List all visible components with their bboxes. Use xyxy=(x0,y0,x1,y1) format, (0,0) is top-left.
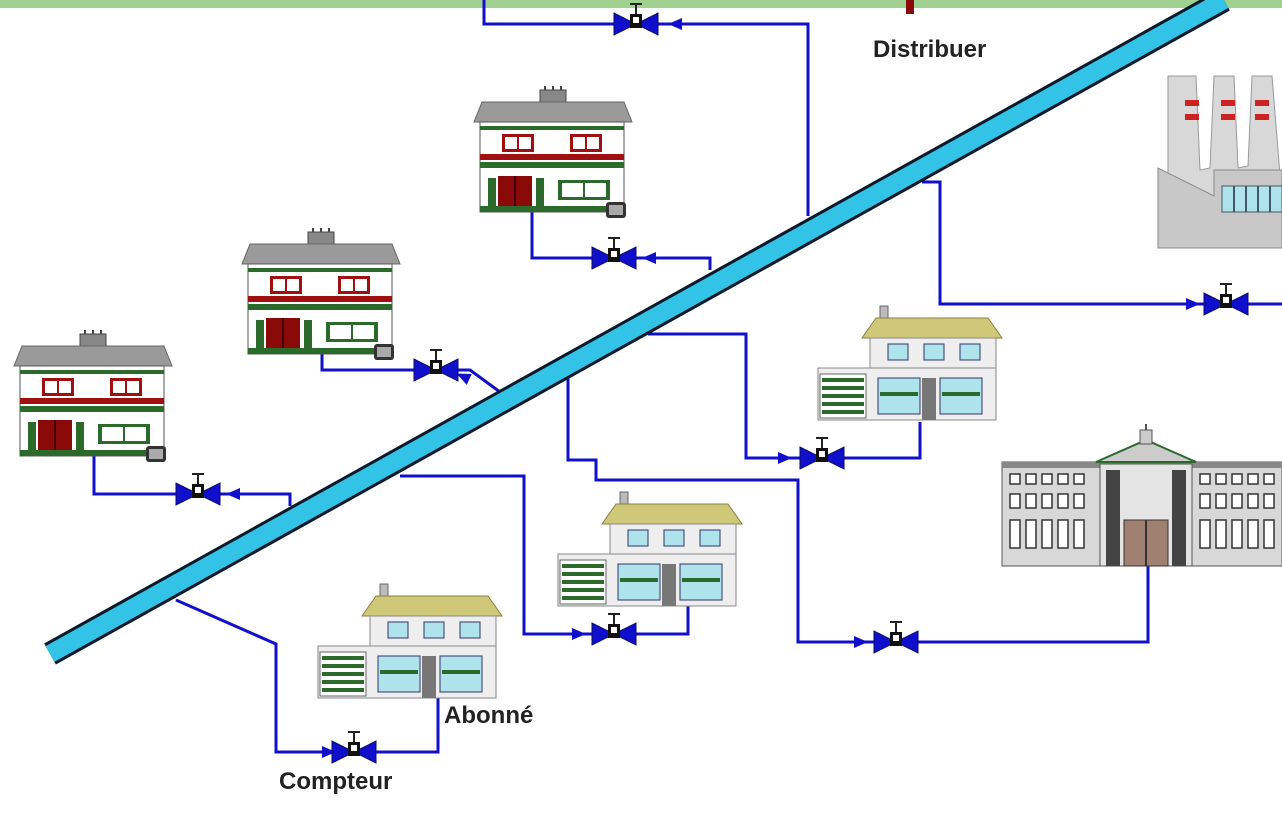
valve-meter-icon xyxy=(413,349,459,382)
subscriber-label: Abonné xyxy=(444,702,534,729)
flow-arrow-icon xyxy=(226,488,240,500)
valve-meter-icon xyxy=(873,621,919,654)
service-line-house-right xyxy=(648,332,922,460)
meter-label: Compteur xyxy=(279,768,393,795)
valve-meter-icon xyxy=(175,473,221,506)
service-lines xyxy=(92,0,1282,754)
suburban-house-icon xyxy=(557,491,743,607)
valve-meter-icon xyxy=(613,3,659,36)
distributor-marker xyxy=(906,0,914,14)
distributor-label: Distribuer xyxy=(873,36,987,63)
suburban-house-icon xyxy=(317,583,503,699)
service-line-house-middle xyxy=(400,474,690,636)
service-line-factory xyxy=(922,180,1282,306)
factory-icon xyxy=(1157,75,1282,249)
valve-meter-icon xyxy=(1203,283,1249,316)
public-building-icon xyxy=(1001,424,1282,567)
townhouse-icon xyxy=(13,329,173,463)
flow-arrow-icon xyxy=(778,452,792,464)
flow-arrow-icon xyxy=(572,628,586,640)
service-line-house-lower xyxy=(175,598,440,754)
townhouse-icon xyxy=(473,85,633,219)
valve-meter-icon xyxy=(799,437,845,470)
service-line-public-building xyxy=(566,378,1150,644)
service-line-townhouse-middle xyxy=(320,348,501,394)
valve-meter-icon xyxy=(591,613,637,646)
flow-arrow-icon xyxy=(854,636,868,648)
main-pipe xyxy=(44,0,1230,665)
flow-arrow-icon xyxy=(1186,298,1200,310)
townhouse-icon xyxy=(241,227,401,361)
valve-meter-icon xyxy=(591,237,637,270)
flow-arrow-icon xyxy=(642,252,656,264)
suburban-house-icon xyxy=(817,305,1003,421)
flow-arrow-icon xyxy=(668,18,682,30)
valve-meter-icon xyxy=(331,731,377,764)
